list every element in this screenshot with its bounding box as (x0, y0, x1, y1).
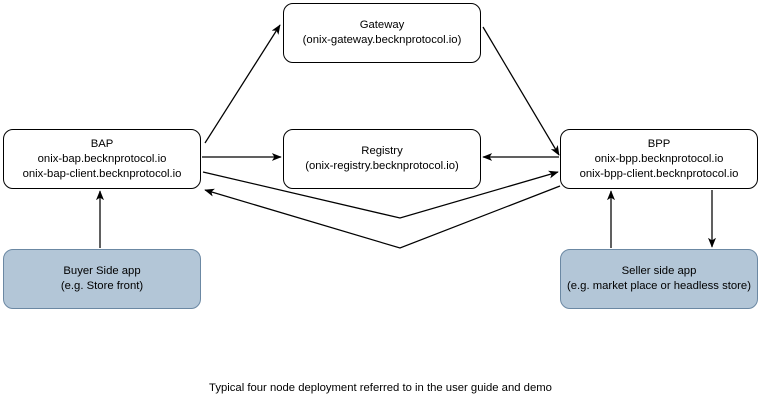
node-gateway-title: Gateway (359, 19, 405, 31)
node-bap-subtitle-2: onix-bap-client.becknprotocol.io (22, 167, 182, 180)
node-gateway-subtitle: (onix-gateway.becknprotocol.io) (302, 34, 462, 46)
node-bpp-subtitle-2: onix-bpp-client.becknprotocol.io (579, 167, 739, 180)
node-buyer-side-app[interactable]: Buyer Side app (e.g. Store front) (3, 249, 201, 309)
edge-bpp-to-bap (204, 185, 561, 249)
node-buyer-subtitle: (e.g. Store front) (60, 280, 144, 292)
node-registry[interactable]: Registry (onix-registry.becknprotocol.io… (283, 129, 481, 189)
node-bpp[interactable]: BPP onix-bpp.becknprotocol.io onix-bpp-c… (560, 129, 758, 189)
diagram-caption: Typical four node deployment referred to… (209, 382, 552, 394)
node-bap[interactable]: BAP onix-bap.becknprotocol.io onix-bap-c… (3, 129, 201, 189)
node-seller-side-app[interactable]: Seller side app (e.g. market place or he… (560, 249, 758, 309)
node-registry-title: Registry (361, 145, 403, 157)
node-bap-title: BAP (90, 137, 114, 150)
node-bap-subtitle: onix-bap.becknprotocol.io (37, 152, 167, 165)
node-buyer-title: Buyer Side app (63, 265, 141, 277)
node-registry-subtitle: (onix-registry.becknprotocol.io) (305, 160, 459, 172)
node-gateway[interactable]: Gateway (onix-gateway.becknprotocol.io) (283, 3, 481, 63)
node-seller-subtitle: (e.g. market place or headless store) (567, 280, 751, 292)
edge-gateway-to-bpp (482, 26, 560, 156)
node-bpp-subtitle: onix-bpp.becknprotocol.io (594, 152, 724, 165)
node-seller-title: Seller side app (621, 265, 697, 277)
edge-bap-to-gateway (204, 24, 281, 144)
node-bpp-title: BPP (647, 137, 671, 150)
